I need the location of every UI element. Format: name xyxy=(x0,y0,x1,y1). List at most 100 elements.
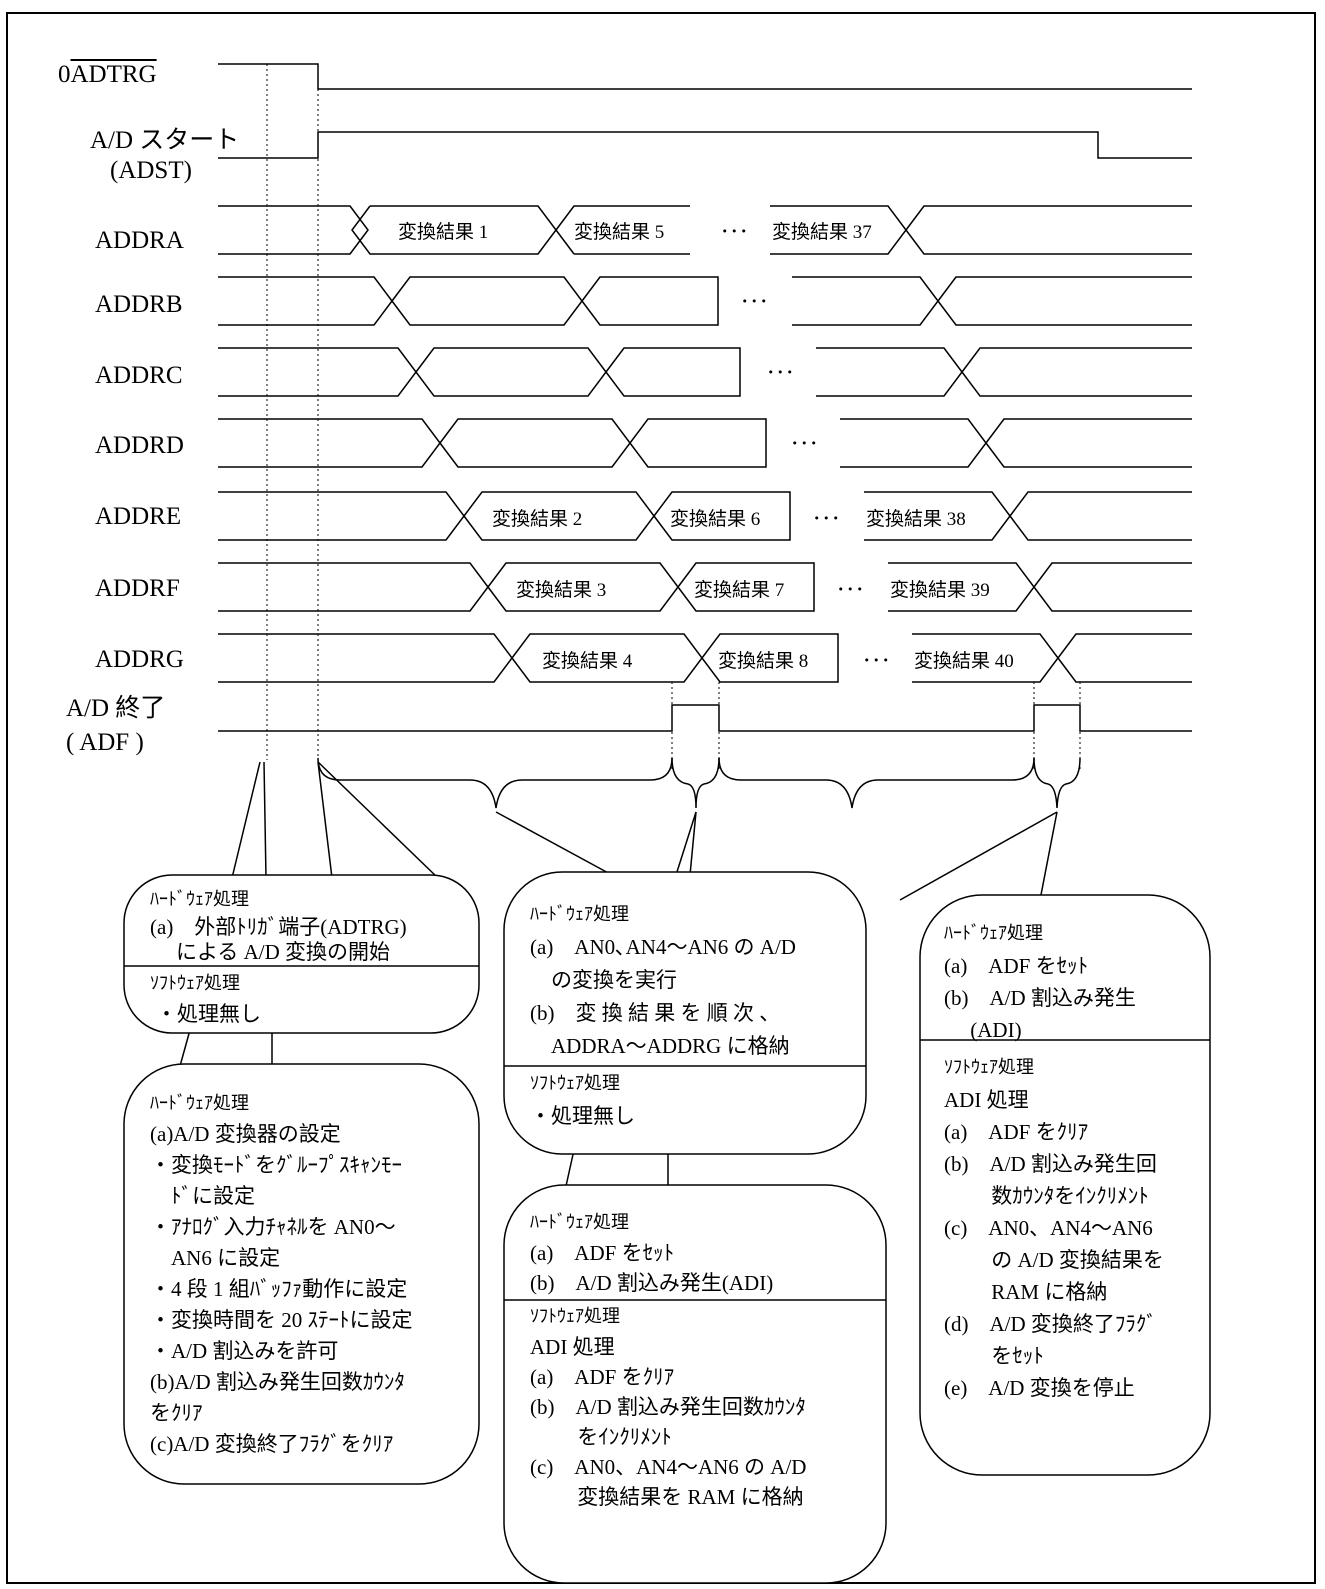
signal-label-addrf: ADDRF xyxy=(95,575,180,602)
seg-addrf-ellipsis: ･･･ xyxy=(836,580,865,601)
callout-init: ﾊｰﾄﾞｳｪｱ処理 (a)A/D 変換器の設定 ・変換ﾓｰﾄﾞをｸﾞﾙｰﾌﾟｽｷ… xyxy=(150,1088,470,1460)
brace-conversion xyxy=(317,757,673,809)
box-end-s5: の A/D 変換結果を xyxy=(944,1248,1164,1272)
box-end-l3: (ADI) xyxy=(944,1018,1022,1042)
box-start-sw-1: ・処理無し xyxy=(156,1002,261,1026)
waveform-addrc xyxy=(218,347,1192,397)
box-adi-sw-sub: ADI 処理 xyxy=(530,1335,615,1359)
waveform-addrd xyxy=(218,418,1192,468)
box-init-outline xyxy=(123,1063,480,1485)
callout-conversion: ﾊｰﾄﾞｳｪｱ処理 (a) AN0､AN4～AN6 の A/D の変換を実行 (… xyxy=(530,898,860,1133)
box-conv-hw-title: ﾊｰﾄﾞｳｪｱ処理 xyxy=(530,904,629,925)
waveform-addra xyxy=(218,205,1192,255)
signal-label-adst-sub: (ADST) xyxy=(110,157,192,184)
seg-addrf-3: 変換結果 3 xyxy=(516,579,606,601)
waveform-addre xyxy=(218,491,1192,541)
seg-addrg-8: 変換結果 8 xyxy=(718,650,808,672)
box-end-s2: (b) A/D 割込み発生回 xyxy=(944,1152,1157,1176)
box-adi-s3: をｲﾝｸﾘﾒﾝﾄ xyxy=(530,1425,672,1449)
seg-addre-ellipsis: ･･･ xyxy=(812,509,841,530)
signal-label-adtrg: 0ADTRG xyxy=(58,61,157,88)
box-init-l11: (c)A/D 変換終了ﾌﾗｸﾞをｸﾘｱ xyxy=(150,1432,394,1456)
seg-addre-2: 変換結果 2 xyxy=(492,508,582,530)
box-init-hw-title: ﾊｰﾄﾞｳｪｱ処理 xyxy=(150,1093,249,1114)
signal-label-addrc: ADDRC xyxy=(95,362,183,389)
box-init-l9: (b)A/D 割込み発生回数ｶｳﾝﾀ xyxy=(150,1370,405,1394)
box-end-s7: (d) A/D 変換終了ﾌﾗｸﾞ xyxy=(944,1312,1157,1336)
signal-label-addrd: ADDRD xyxy=(95,432,184,459)
signal-label-addre: ADDRE xyxy=(95,503,182,530)
waveform-addrg xyxy=(218,633,1192,683)
brace-between xyxy=(718,757,1035,809)
seg-addra-1: 変換結果 1 xyxy=(398,221,488,243)
box-conv-l2: の変換を実行 xyxy=(530,968,677,992)
seg-addrf-39: 変換結果 39 xyxy=(890,579,990,601)
box-end-s4: (c) AN0、AN4～AN6 xyxy=(944,1216,1153,1240)
box-end-l1: (a) ADF をｾｯﾄ xyxy=(944,954,1089,978)
box-init-l3: ﾄﾞに設定 xyxy=(150,1184,255,1208)
box-adi-outline xyxy=(503,1184,887,1584)
box-init-l4: ・ｱﾅﾛｸﾞ入力ﾁｬﾈﾙを AN0～ xyxy=(150,1215,396,1239)
signal-label-adf-sub: ( ADF ) xyxy=(66,729,144,756)
box-end-sw-title: ｿﾌﾄｳｪｱ処理 xyxy=(944,1057,1034,1078)
box-adi-l1: (a) ADF をｾｯﾄ xyxy=(530,1241,675,1265)
seg-addra-37: 変換結果 37 xyxy=(772,221,872,243)
signal-label-addra: ADDRA xyxy=(95,227,184,254)
seg-addrc-ellipsis: ･･･ xyxy=(766,363,795,384)
signal-label-adst: A/D スタート xyxy=(90,127,240,154)
box-conv-outline xyxy=(503,871,867,1155)
brace-adf1 xyxy=(671,757,720,809)
waveform-adst xyxy=(218,131,1192,159)
seg-addrb-ellipsis: ･･･ xyxy=(740,292,769,313)
box-adi-s4: (c) AN0、AN4～AN6 の A/D xyxy=(530,1455,807,1479)
box-conv-sw-1: ・処理無し xyxy=(530,1104,635,1128)
callout-end: ﾊｰﾄﾞｳｪｱ処理 (a) ADF をｾｯﾄ (b) A/D 割込み発生 (AD… xyxy=(944,918,1206,1404)
box-adi-l2: (b) A/D 割込み発生(ADI) xyxy=(530,1271,774,1295)
box-end-s9: (e) A/D 変換を停止 xyxy=(944,1376,1135,1400)
waveform-adtrg xyxy=(218,63,1192,90)
callout-adi: ﾊｰﾄﾞｳｪｱ処理 (a) ADF をｾｯﾄ (b) A/D 割込み発生(ADI… xyxy=(530,1208,870,1512)
box-start-hw-a1: (a) 外部ﾄﾘｶﾞ端子(ADTRG) xyxy=(150,915,407,939)
box-adi-s1: (a) ADF をｸﾘｱ xyxy=(530,1365,675,1389)
box-adi-s5: 変換結果を RAM に格納 xyxy=(530,1485,804,1509)
box-adi-hw-title: ﾊｰﾄﾞｳｪｱ処理 xyxy=(530,1212,629,1233)
seg-addrd-ellipsis: ･･･ xyxy=(790,434,819,455)
seg-addrf-7: 変換結果 7 xyxy=(694,579,784,601)
box-conv-sw-title: ｿﾌﾄｳｪｱ処理 xyxy=(530,1073,620,1094)
box-init-l5: AN6 に設定 xyxy=(150,1246,281,1270)
seg-addre-6: 変換結果 6 xyxy=(670,508,760,530)
seg-addrg-4: 変換結果 4 xyxy=(542,650,633,672)
box-end-s3: 数ｶｳﾝﾀをｲﾝｸﾘﾒﾝﾄ xyxy=(944,1184,1149,1208)
box-start-hw-title: ﾊｰﾄﾞｳｪｱ処理 xyxy=(150,889,249,910)
signal-label-addrb: ADDRB xyxy=(95,291,183,318)
box-init-l6: ・4 段 1 組ﾊﾞｯﾌｧ動作に設定 xyxy=(150,1277,408,1301)
box-end-hw-title: ﾊｰﾄﾞｳｪｱ処理 xyxy=(944,923,1043,944)
waveform-addrf xyxy=(218,562,1192,612)
box-adi-s2: (b) A/D 割込み発生回数ｶｳﾝﾀ xyxy=(530,1395,806,1419)
seg-addra-ellipsis: ･･･ xyxy=(720,222,749,243)
box-end-l2: (b) A/D 割込み発生 xyxy=(944,986,1136,1010)
box-start-sw-title: ｿﾌﾄｳｪｱ処理 xyxy=(150,973,240,994)
box-start-hw-a2: による A/D 変換の開始 xyxy=(176,940,391,964)
brace-adf2 xyxy=(1033,757,1081,809)
seg-addra-5: 変換結果 5 xyxy=(574,221,664,243)
box-end-sw-sub: ADI 処理 xyxy=(944,1088,1029,1112)
box-adi-sw-title: ｿﾌﾄｳｪｱ処理 xyxy=(530,1306,620,1327)
box-init-l1: (a)A/D 変換器の設定 xyxy=(150,1122,341,1146)
box-conv-l1: (a) AN0､AN4～AN6 の A/D xyxy=(530,935,796,959)
box-init-l8: ・A/D 割込みを許可 xyxy=(150,1339,339,1363)
signal-label-addrg: ADDRG xyxy=(95,646,184,673)
box-conv-l3: (b) 変 換 結 果 を 順 次 、 xyxy=(530,1001,781,1025)
callout-start: ﾊｰﾄﾞｳｪｱ処理 (a) 外部ﾄﾘｶﾞ端子(ADTRG) による A/D 変換… xyxy=(150,885,470,1029)
waveform-adf xyxy=(218,704,1192,732)
seg-addrg-ellipsis: ･･･ xyxy=(862,651,891,672)
box-init-l2: ・変換ﾓｰﾄﾞをｸﾞﾙｰﾌﾟｽｷｬﾝﾓｰ xyxy=(150,1153,402,1177)
box-init-l7: ・変換時間を 20 ｽﾃｰﾄに設定 xyxy=(150,1308,413,1332)
box-start-outline xyxy=(123,874,480,1034)
signal-label-adf: A/D 終了 xyxy=(66,695,166,722)
seg-addre-38: 変換結果 38 xyxy=(866,508,966,530)
box-conv-l4: ADDRA～ADDRG に格納 xyxy=(530,1034,790,1058)
box-end-s6: RAM に格納 xyxy=(944,1280,1108,1304)
box-end-s8: をｾｯﾄ xyxy=(944,1344,1044,1368)
